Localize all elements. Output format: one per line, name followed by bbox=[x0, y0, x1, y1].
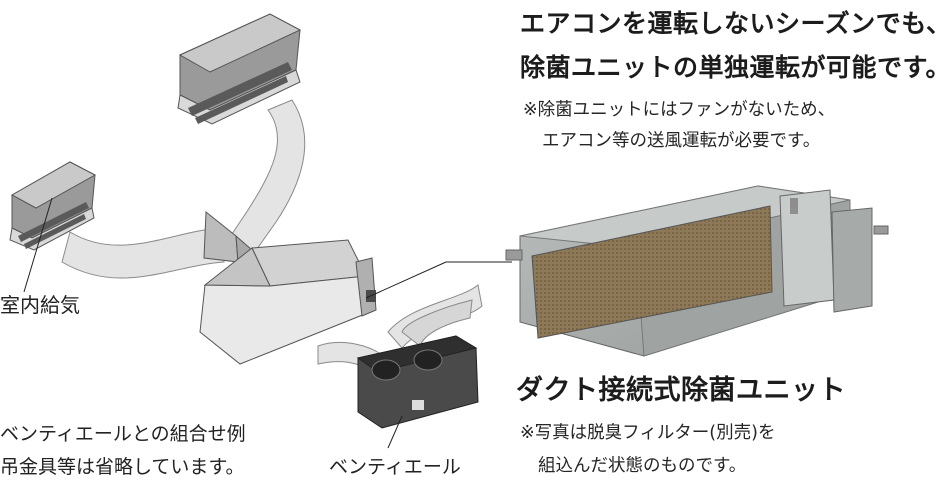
ceiling-diffuser-upper bbox=[177, 13, 302, 125]
headline-line-1: エアコンを運転しないシーズンでも、 bbox=[520, 9, 946, 38]
leader-line-indoor bbox=[23, 197, 53, 293]
fan-note-line-1: ※除菌ユニットにはファンがないため、 bbox=[523, 100, 836, 120]
duct-left bbox=[61, 227, 225, 279]
duct-right-b bbox=[401, 299, 473, 347]
product-title: ダクト接続式除菌ユニット bbox=[516, 375, 846, 406]
fan-note-line-2: エアコン等の送風運転が必要です。 bbox=[542, 131, 821, 151]
product-photo bbox=[505, 185, 889, 357]
leader-line-venti bbox=[387, 415, 403, 449]
combination-example-label: ベンティエールとの組合せ例 bbox=[0, 423, 246, 445]
indoor-supply-label: 室内給気 bbox=[0, 293, 80, 317]
ceiling-diffuser-left bbox=[9, 161, 97, 251]
photo-note-line-2: 組込んだ状態のものです。 bbox=[538, 456, 747, 476]
venti-air-label: ベンティエール bbox=[329, 456, 461, 478]
leader-line-unit bbox=[365, 261, 447, 299]
headline-line-2: 除菌ユニットの単独運転が可能です。 bbox=[520, 53, 946, 82]
venti-air-unit bbox=[356, 335, 479, 429]
sterilization-unit-diagram bbox=[199, 239, 377, 365]
photo-note-line-1: ※写真は脱臭フィルター(別売)を bbox=[520, 423, 776, 443]
hanger-omitted-label: 吊金具等は省略しています。 bbox=[0, 456, 245, 478]
duct-upper bbox=[227, 99, 306, 257]
